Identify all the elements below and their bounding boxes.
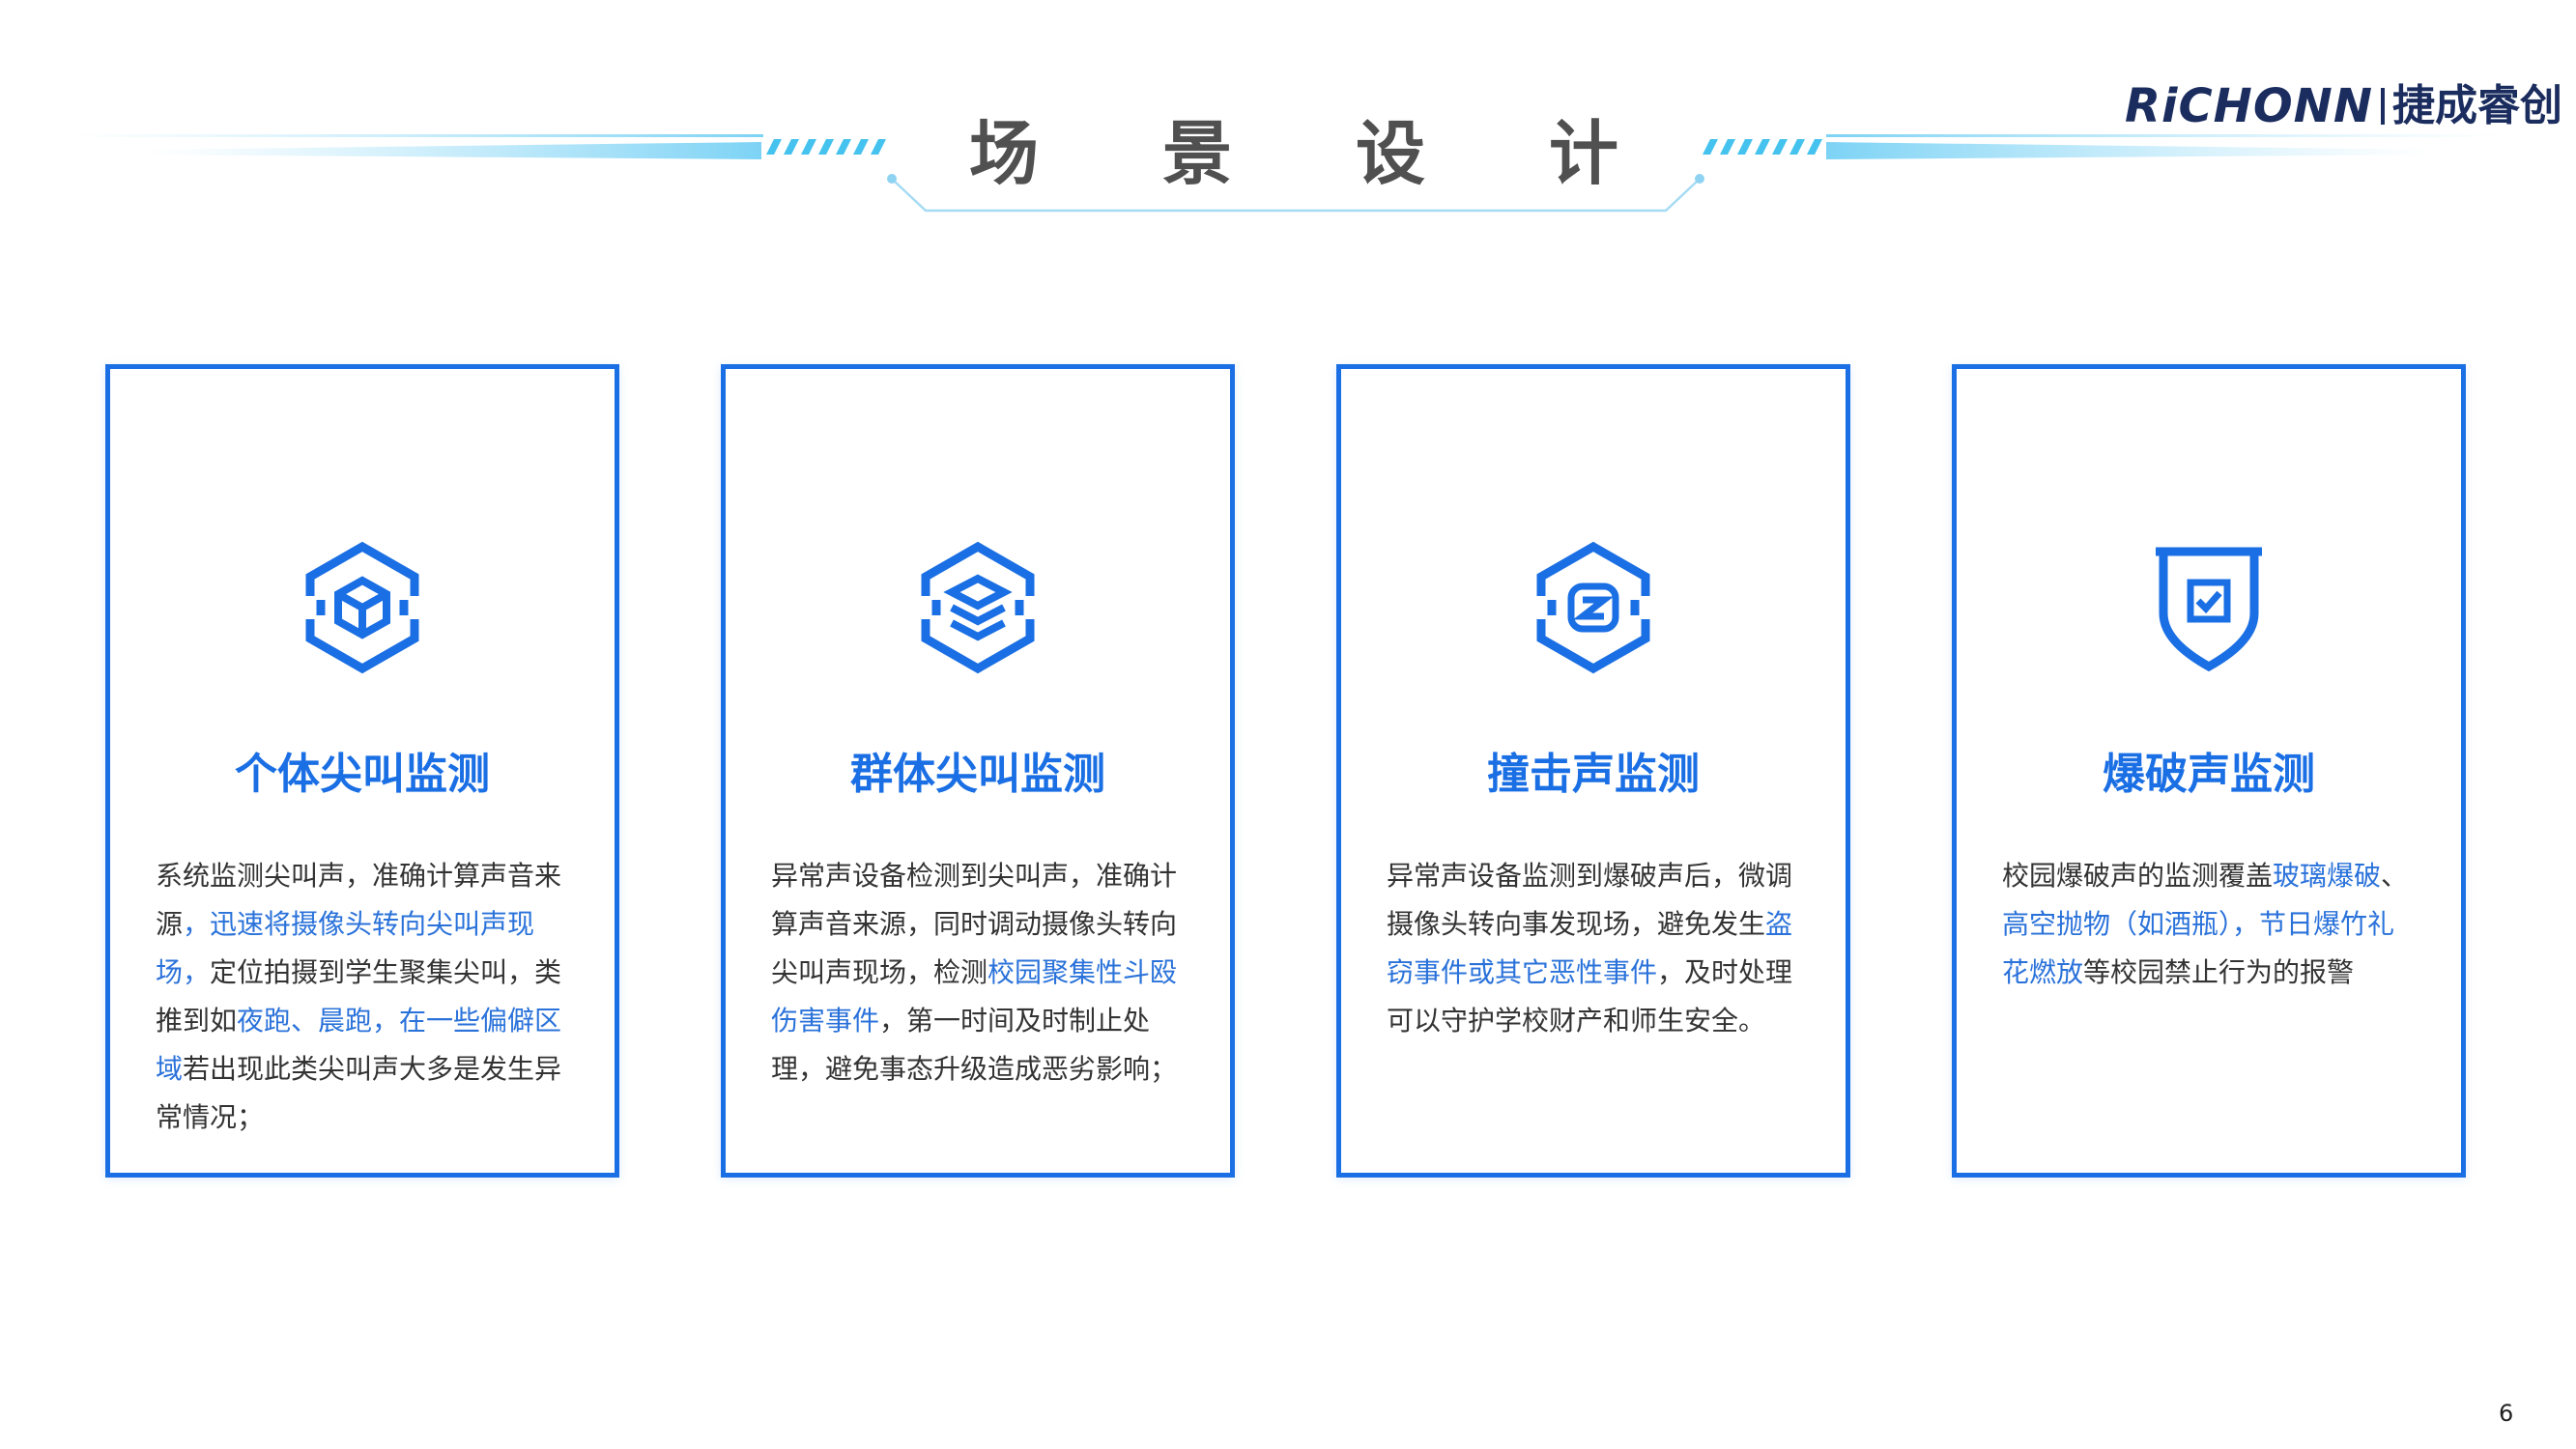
brand-logo: RiCHONN 捷成睿创 (2125, 79, 2562, 133)
stripe (1720, 139, 1735, 155)
stripe (1772, 139, 1788, 155)
logo-latin-text: RiCHONN (2125, 79, 2373, 133)
stripe (1755, 139, 1770, 155)
title-bracket (887, 174, 1704, 213)
description-text: ，及时处理可以守护学校财产和师生安全。 (1387, 956, 1793, 1037)
page-number: 6 (2499, 1400, 2514, 1427)
highlight-text: 校园聚集性斗殴伤害事件 (771, 956, 1178, 1037)
logo-chinese-text: 捷成睿创 (2392, 81, 2562, 130)
shield-check-icon (2146, 540, 2272, 675)
shield-outline (2159, 552, 2259, 672)
stripe (784, 139, 799, 155)
right-header-stripes (1703, 139, 1822, 155)
description-text: 定位拍摄到学生聚集尖叫，类推到如 (156, 956, 562, 1037)
checkbox-square (2187, 579, 2231, 623)
stripe (1807, 139, 1822, 155)
right-gradient-band (1826, 142, 2435, 159)
highlight-text: 玻璃爆破 (2273, 860, 2382, 892)
card-impact-sound-detection: 撞击声监测 异常声设备监测到爆破声后，微调摄像头转向事发现场，避免发生盗窃事件或… (1336, 364, 1850, 1178)
card-description: 校园爆破声的监测覆盖玻璃爆破、高空抛物（如酒瓶），节日爆竹礼花燃放等校园禁止行为… (2002, 852, 2414, 997)
left-thin-line (68, 134, 763, 137)
description-text: 若出现此类尖叫声大多是发生异常情况； (156, 1053, 562, 1133)
bracket-dot-left (887, 174, 897, 184)
description-text: 异常声设备监测到爆破声后，微调摄像头转向事发现场，避免发生 (1387, 860, 1793, 940)
description-text: 等校园禁止行为的报警 (2083, 956, 2355, 988)
card-individual-scream-detection: 个体尖叫监测 系统监测尖叫声，准确计算声音来源，迅速将摄像头转向尖叫声现场，定位… (105, 364, 619, 1178)
card-title: 撞击声监测 (1487, 750, 1700, 799)
left-header-line (68, 134, 763, 159)
right-thin-line (1826, 134, 2503, 137)
description-text: 校园爆破声的监测覆盖 (2002, 860, 2274, 892)
stripe (1737, 139, 1753, 155)
hexagon-notch (1547, 600, 1640, 615)
impact-hexagon-icon (1531, 540, 1656, 675)
card-description: 异常声设备监测到爆破声后，微调摄像头转向事发现场，避免发生盗窃事件或其它恶性事件… (1387, 852, 1798, 1045)
description-text: 异常声设备检测到尖叫声，准确计算声音来源，同时调动摄像头转向尖叫声现场，检测 (771, 860, 1178, 988)
stripe (836, 139, 851, 155)
stripe (818, 139, 834, 155)
hexagon-outline (305, 541, 419, 674)
description-text: 、 (2381, 860, 2409, 892)
logo-divider (2381, 88, 2385, 125)
bracket-dot-right (1695, 174, 1704, 184)
zigzag-shape (1572, 596, 1615, 620)
card-description: 系统监测尖叫声，准确计算声音来源，迅速将摄像头转向尖叫声现场，定位拍摄到学生聚集… (156, 852, 567, 1142)
stripe (1789, 139, 1805, 155)
highlight-text: 高空抛物（如酒瓶），节日爆竹礼花燃放 (2002, 908, 2395, 988)
hexagon-notch (931, 600, 1024, 615)
left-gradient-band (145, 142, 761, 159)
hexagon-outline (1536, 541, 1650, 674)
layers-hexagon-icon (915, 540, 1041, 675)
bracket-line (893, 180, 1699, 213)
description-text: ，第一时间及时制止处理，避免事态升级造成恶劣影响； (771, 1005, 1178, 1085)
card-title: 个体尖叫监测 (235, 750, 490, 799)
card-description: 异常声设备检测到尖叫声，准确计算声音来源，同时调动摄像头转向尖叫声现场，检测校园… (771, 852, 1183, 1094)
description-text: 系统监测尖叫声，准确计算声音来源 (156, 860, 562, 940)
stripe (1703, 139, 1718, 155)
hexagon-outline (921, 541, 1035, 674)
highlight-text: 盗窃事件或其它恶性事件 (1387, 908, 1793, 988)
card-explosion-sound-detection: 爆破声监测 校园爆破声的监测覆盖玻璃爆破、高空抛物（如酒瓶），节日爆竹礼花燃放等… (1952, 364, 2466, 1178)
hexagon-notch (316, 600, 409, 615)
stripe (766, 139, 782, 155)
highlight-text: ，迅速将摄像头转向尖叫声现场， (156, 908, 535, 988)
header-decoration (68, 134, 2503, 213)
stripe (801, 139, 816, 155)
highlight-text: 夜跑、晨跑，在一些偏僻区域 (156, 1005, 562, 1085)
checkmark (2195, 590, 2222, 614)
page-title: 场景设计 (969, 113, 1743, 194)
card-title: 爆破声监测 (2103, 750, 2315, 799)
stripe (871, 139, 886, 155)
right-header-line (1826, 134, 2503, 159)
card-group-scream-detection: 群体尖叫监测 异常声设备检测到尖叫声，准确计算声音来源，同时调动摄像头转向尖叫声… (721, 364, 1235, 1178)
stripe (853, 139, 869, 155)
cube-shape (334, 576, 390, 639)
card-title: 群体尖叫监测 (850, 750, 1105, 799)
cube-hexagon-icon (300, 540, 425, 675)
rounded-square (1567, 582, 1619, 633)
layers-shape (943, 574, 1013, 641)
left-header-stripes (766, 139, 886, 155)
